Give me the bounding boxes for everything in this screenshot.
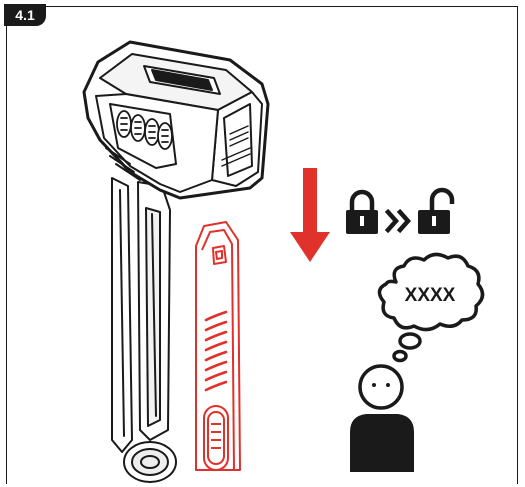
double-chevron-right-icon <box>388 212 408 230</box>
brand-badge <box>204 406 228 470</box>
person-thinking-icon <box>350 366 414 472</box>
padlock-closed-icon <box>346 192 378 234</box>
person-body <box>350 414 414 472</box>
lock-arm <box>112 178 176 482</box>
padlock-open-icon <box>418 190 452 234</box>
secret-code-text: XXXX <box>405 285 456 306</box>
lock-head <box>84 42 268 198</box>
downward-arrow <box>290 168 330 262</box>
red-lock-bar <box>196 222 240 470</box>
person-left-eye <box>372 383 376 387</box>
person-head <box>360 366 402 408</box>
person-right-eye <box>386 383 390 387</box>
thought-bubble <box>379 254 482 360</box>
